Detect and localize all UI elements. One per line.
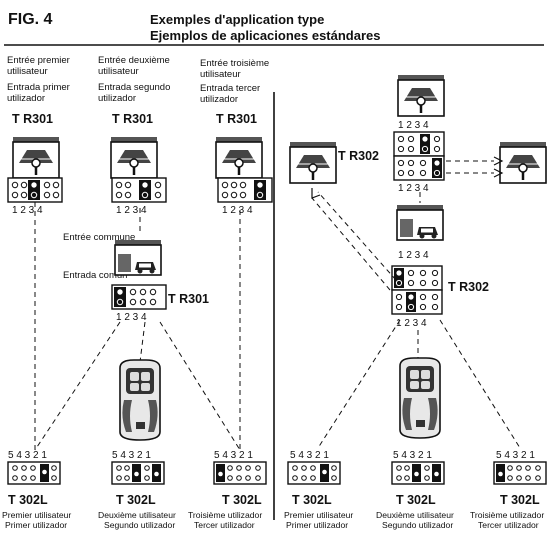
top-receiver-dip-switch xyxy=(393,131,445,181)
rtx-1-dip-switch xyxy=(287,461,341,485)
common-receiver-model: T R302 xyxy=(448,280,489,294)
top-rx-dip-top-numbers: 1 2 3 4 xyxy=(398,120,429,131)
tx-3-dip-switch xyxy=(213,461,267,485)
rtx-1-caption-fr: Premier utilisateur xyxy=(284,510,353,520)
common-caption-fr: Entrée commune xyxy=(63,232,135,243)
radio-links-top-right xyxy=(446,160,494,174)
tx-1-dip-numbers: 5 4 3 2 1 xyxy=(8,450,47,461)
tx-2-caption-fr: Deuxième utilisateur xyxy=(98,510,176,520)
tx-2-caption-es: Segundo utilizador xyxy=(104,520,175,530)
garage-car-icon xyxy=(396,204,444,241)
tx-2-dip-numbers: 5 4 3 2 1 xyxy=(112,450,151,461)
common-rx-dip-bottom-numbers: 1 2 3 4 xyxy=(396,318,427,329)
arrow-head-icon xyxy=(311,188,321,199)
receiver-3-dip-numbers: 1 2 3 4 xyxy=(222,205,253,216)
receiver-1-dip-switch xyxy=(7,177,63,203)
rtx-2-model: T 302L xyxy=(396,493,436,507)
receiver-1-model: T R301 xyxy=(12,112,53,126)
common-receiver-dip-switch xyxy=(391,265,443,315)
tx-3-caption-es: Tercer utilizador xyxy=(194,520,255,530)
top-rx-dip-bottom-numbers: 1 2 3 4 xyxy=(398,183,429,194)
receiver-2-dip-numbers: 1 2 3 4 xyxy=(116,205,147,216)
common-model: T R301 xyxy=(168,292,209,306)
tx-2-model: T 302L xyxy=(116,493,156,507)
tx-1-caption-es: Primer utilizador xyxy=(5,520,67,530)
tx-3-model: T 302L xyxy=(222,493,262,507)
rtx-1-caption-es: Primer utilizador xyxy=(286,520,348,530)
barrier-gate-icon xyxy=(214,135,264,180)
radio-links-right xyxy=(311,191,521,449)
common-dip-numbers: 1 2 3 4 xyxy=(116,312,147,323)
rtx-3-caption-fr: Troisième utilizador xyxy=(470,510,544,520)
rtx-2-dip-switch xyxy=(391,461,445,485)
barrier-gate-icon xyxy=(498,140,548,185)
tx-3-dip-numbers: 5 4 3 2 1 xyxy=(214,450,253,461)
remote-control-icon xyxy=(399,357,441,439)
tx-1-model: T 302L xyxy=(8,493,48,507)
barrier-gate-icon xyxy=(109,135,159,180)
common-dip-switch xyxy=(111,284,167,310)
receiver-3-model: T R301 xyxy=(216,112,257,126)
barrier-gate-icon xyxy=(288,140,338,185)
tx-2-dip-switch xyxy=(111,461,165,485)
rtx-1-dip-numbers: 5 4 3 2 1 xyxy=(290,450,329,461)
common-caption-es: Entrada común xyxy=(63,270,127,281)
arrow-head-icon xyxy=(493,156,504,166)
arrow-head-icon xyxy=(493,168,504,178)
radio-links-left xyxy=(34,202,241,451)
tx-1-dip-switch xyxy=(7,461,61,485)
rtx-3-dip-numbers: 5 4 3 2 1 xyxy=(496,450,535,461)
remote-control-icon xyxy=(119,359,161,441)
rtx-3-model: T 302L xyxy=(500,493,540,507)
rtx-1-model: T 302L xyxy=(292,493,332,507)
receiver-3-dip-switch xyxy=(217,177,273,203)
rtx-3-dip-switch xyxy=(493,461,547,485)
barrier-gate-icon xyxy=(11,135,61,180)
barrier-gate-icon xyxy=(396,73,446,118)
rtx-2-dip-numbers: 5 4 3 2 1 xyxy=(393,450,432,461)
receiver-2-dip-switch xyxy=(111,177,167,203)
figure-label: FIG. 4 xyxy=(8,11,53,28)
tx-3-caption-fr: Troisième utilizador xyxy=(188,510,262,520)
common-rx-dip-top-numbers: 1 2 3 4 xyxy=(398,250,429,261)
receiver-2-model: T R301 xyxy=(112,112,153,126)
figure-title-fr: Exemples d'application type xyxy=(150,12,324,27)
figure-title-es: Ejemplos de aplicaciones estándares xyxy=(150,28,381,43)
garage-car-icon xyxy=(114,239,162,276)
rtx-3-caption-es: Tercer utilizador xyxy=(478,520,539,530)
tx-1-caption-fr: Premier utilisateur xyxy=(2,510,71,520)
top-receiver-model: T R302 xyxy=(338,149,379,163)
receiver-1-dip-numbers: 1 2 3 4 xyxy=(12,205,43,216)
rtx-2-caption-fr: Deuxième utilisateur xyxy=(376,510,454,520)
rtx-2-caption-es: Segundo utilizador xyxy=(382,520,453,530)
